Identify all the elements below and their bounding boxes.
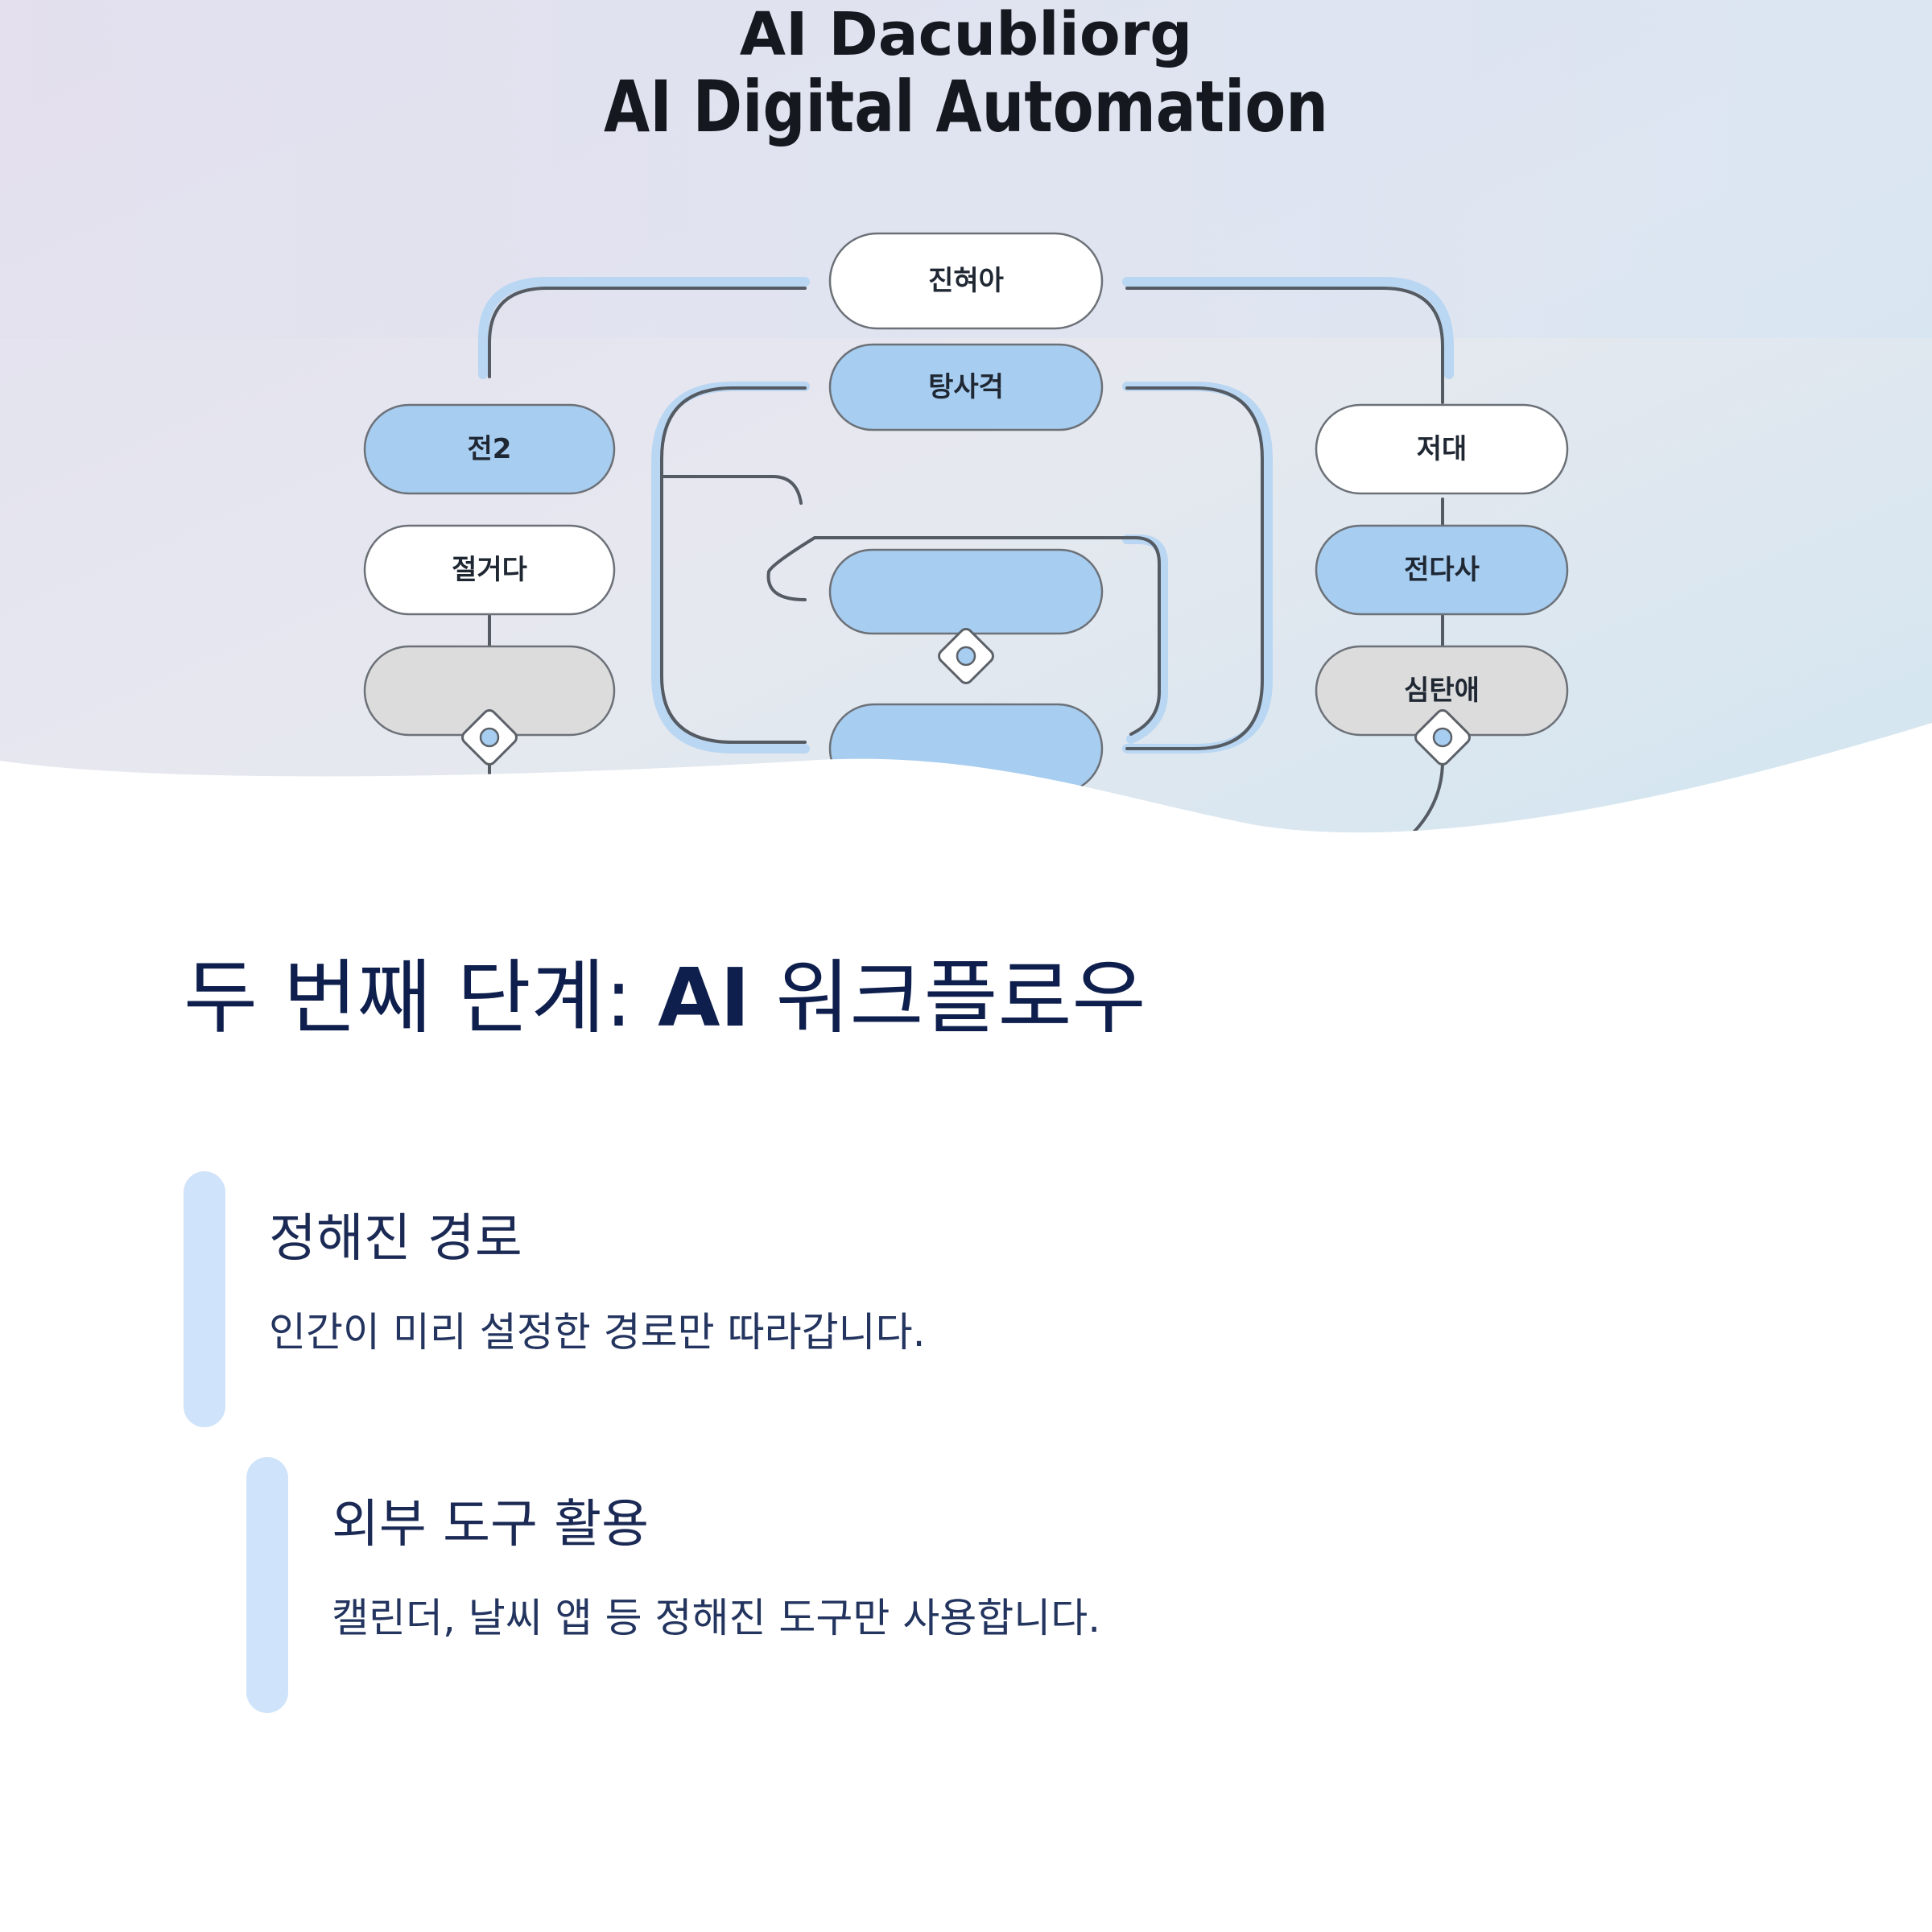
card-accent-bar (246, 1457, 288, 1713)
section-title: 두 번째 단계: AI 워크플로우 (184, 950, 1146, 1046)
hero-wave-divider (0, 723, 1932, 837)
decision-diamond-icon (461, 709, 518, 766)
section-title-prefix: 두 번째 단계: (184, 951, 658, 1045)
node-label: 저대 (1417, 433, 1468, 465)
feature-card-external-tools: 외부 도구 활용 캘린더, 날씨 앱 등 정해진 도구만 사용합니다. (246, 1457, 1293, 1713)
node-label: 절거다 (452, 554, 527, 586)
section-title-ai: AI (658, 951, 750, 1045)
decision-diamond-icon (938, 628, 994, 684)
card-title: 외부 도구 활용 (332, 1495, 649, 1554)
node-label: 전다사 (1404, 554, 1480, 586)
node-right-2: 전다사 (1315, 524, 1569, 616)
decision-diamond-icon (1414, 709, 1471, 766)
workflow-diagram: AI Dacubliorg AI Digital Automation (0, 0, 1932, 837)
node-center-1 (828, 548, 1104, 635)
card-description: 인간이 미리 설정한 경로만 따라갑니다. (269, 1309, 926, 1356)
hero-banner: AI Dacubliorg AI Digital Automation (0, 0, 1932, 837)
node-top-b: 탕사걱 (828, 343, 1104, 431)
hero-title-line-2: AI Digital Automation (604, 65, 1328, 148)
node-label: 탕사걱 (928, 371, 1004, 403)
node-label: 전2 (468, 433, 512, 465)
node-left-1: 전2 (363, 403, 616, 495)
card-description: 캘린더, 날씨 앱 등 정해진 도구만 사용합니다. (332, 1595, 1101, 1641)
card-accent-bar (184, 1171, 225, 1427)
node-right-1: 저대 (1315, 403, 1569, 495)
card-title: 정해진 경로 (269, 1209, 522, 1269)
feature-card-fixed-path: 정해진 경로 인간이 미리 설정한 경로만 따라갑니다. (184, 1171, 1069, 1427)
node-top-a: 진혀아 (828, 232, 1104, 330)
node-label: 진혀아 (928, 265, 1004, 297)
node-left-2: 절거다 (363, 524, 616, 616)
hero-title-line-1: AI Dacubliorg (740, 0, 1192, 69)
connector-lines (488, 287, 1444, 837)
node-right-3: 심탄애 (1315, 645, 1569, 737)
node-label: 심탄애 (1404, 675, 1480, 707)
section-title-suffix: 워크플로우 (749, 951, 1146, 1045)
